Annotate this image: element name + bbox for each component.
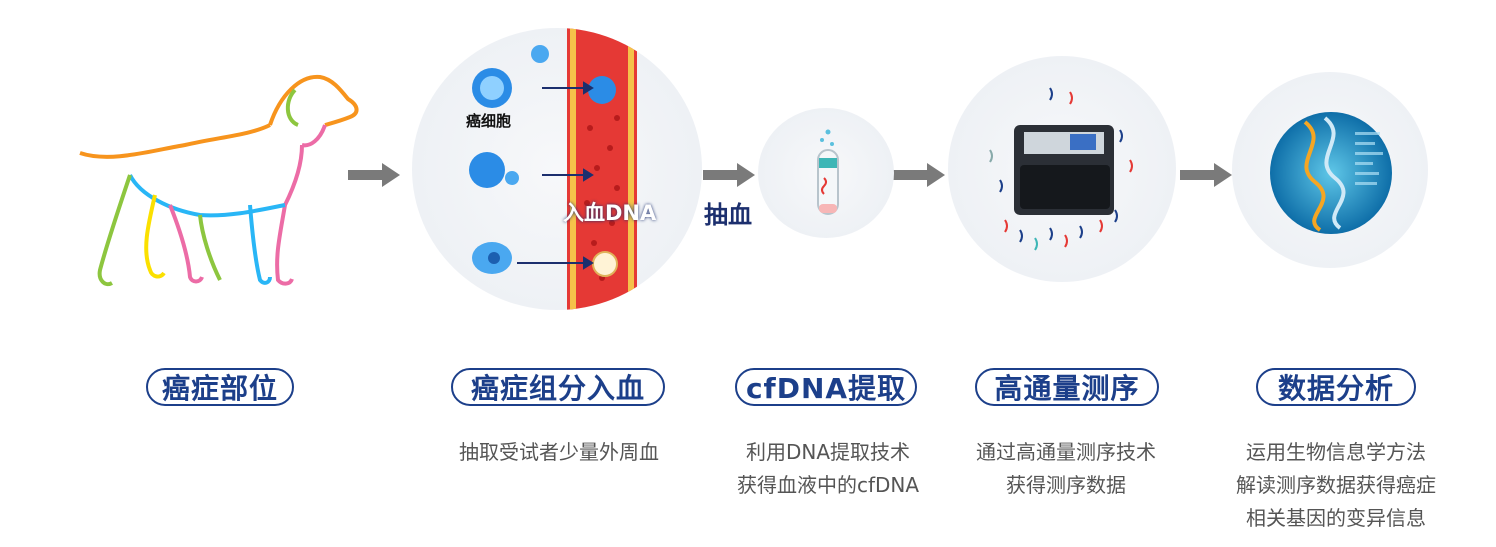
- step-title-cancer-into-blood: 癌症组分入血: [451, 368, 665, 406]
- step-desc-data-analysis: 运用生物信息学方法 解读测序数据获得癌症 相关基因的变异信息: [1236, 440, 1436, 530]
- step-desc-cancer-into-blood: 抽取受试者少量外周血: [459, 440, 659, 464]
- test-tube-icon: [817, 129, 839, 215]
- draw-blood-label: 抽血: [704, 201, 752, 229]
- blood-vessel-icon: [469, 28, 637, 310]
- arrow-icon: [703, 163, 755, 187]
- arrow-icon: [348, 163, 400, 187]
- ctdna-label: 入血DNA: [563, 201, 657, 225]
- step-title-data-analysis: 数据分析: [1256, 368, 1416, 406]
- step-title-cfdna-extraction: cfDNA提取: [735, 368, 917, 406]
- step-desc-cfdna-extraction: 利用DNA提取技术 获得血液中的cfDNA: [736, 440, 920, 497]
- dna-helix-icon: [1270, 112, 1392, 234]
- step-title-sequencing: 高通量测序: [975, 368, 1159, 406]
- cancer-cell-label: 癌细胞: [466, 112, 512, 130]
- sequencer-icon: [989, 87, 1133, 251]
- arrow-icon: [1180, 163, 1232, 187]
- step-title-cancer-site: 癌症部位: [146, 368, 294, 406]
- dog-outline-icon: [79, 74, 359, 287]
- step-desc-sequencing: 通过高通量测序技术 获得测序数据: [976, 440, 1156, 497]
- arrow-icon: [893, 163, 945, 187]
